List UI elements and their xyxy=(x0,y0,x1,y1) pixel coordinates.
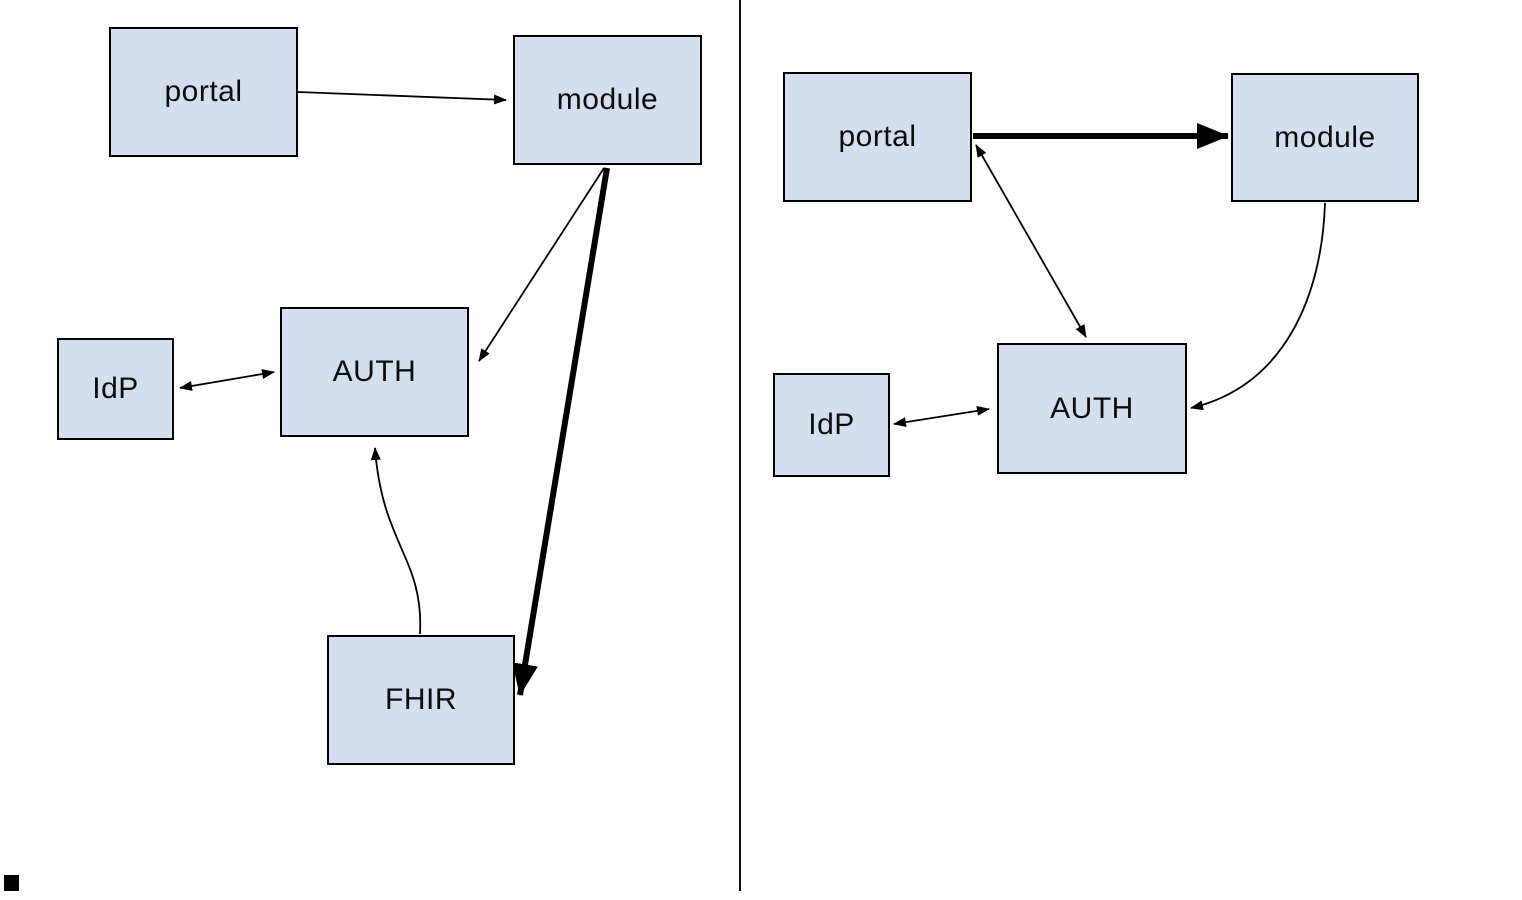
node-module-right-label: module xyxy=(1274,120,1376,154)
edge-right-module-auth xyxy=(1190,202,1326,411)
node-fhir-left-label: FHIR xyxy=(385,683,457,716)
node-auth-right-label: AUTH xyxy=(1050,391,1134,425)
node-idp-left: IdP xyxy=(57,338,174,440)
node-idp-left-label: IdP xyxy=(92,372,139,405)
node-idp-right-label: IdP xyxy=(808,408,855,441)
node-module-left: module xyxy=(513,35,702,165)
node-portal-right: portal xyxy=(783,72,972,202)
corner-square-mark xyxy=(4,875,19,891)
edge-left-idp-auth xyxy=(179,369,275,391)
node-fhir-left: FHIR xyxy=(327,635,515,765)
node-portal-right-label: portal xyxy=(838,120,917,153)
node-auth-left-label: AUTH xyxy=(332,355,417,388)
edge-right-portal-auth xyxy=(975,144,1087,338)
node-module-left-label: module xyxy=(556,83,659,116)
edge-left-portal-module xyxy=(297,91,507,105)
node-idp-right: IdP xyxy=(773,373,890,477)
node-portal-left-label: portal xyxy=(164,75,243,108)
edge-left-module-fhir xyxy=(512,167,610,696)
node-auth-right: AUTH xyxy=(997,343,1187,474)
edge-right-idp-auth xyxy=(893,405,990,428)
edge-left-module-auth xyxy=(478,167,605,362)
node-portal-left: portal xyxy=(109,27,298,157)
node-auth-left: AUTH xyxy=(280,307,469,437)
node-module-right: module xyxy=(1231,73,1419,202)
edge-left-fhir-auth xyxy=(370,447,422,635)
